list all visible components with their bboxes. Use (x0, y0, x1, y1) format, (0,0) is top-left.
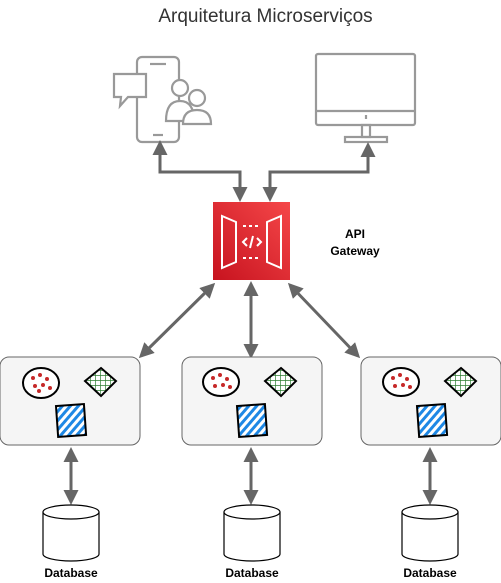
red-dots-circle-icon (382, 367, 420, 397)
green-grid-diamond-icon (83, 366, 118, 398)
red-dots-circle-icon (22, 367, 60, 399)
blue-striped-square-icon (415, 402, 449, 439)
api-gateway-label: API Gateway (320, 226, 390, 260)
client-gateway-connectors (152, 140, 376, 202)
api-gateway-label-line1: API (344, 227, 365, 241)
service-database-connectors (63, 447, 438, 505)
database-icon (223, 504, 281, 562)
service-box-2 (181, 356, 323, 446)
desktop-monitor-icon (314, 52, 417, 144)
database-icon (401, 504, 459, 562)
gateway-service-connectors (138, 281, 361, 359)
red-dots-circle-icon (202, 367, 240, 397)
mobile-users-icon (112, 55, 213, 144)
database-icon (42, 504, 100, 562)
service-box-3 (360, 356, 501, 446)
database-label-2: Database (225, 566, 279, 580)
blue-striped-square-icon (235, 402, 269, 439)
service-box-1 (0, 356, 141, 446)
green-grid-diamond-icon (263, 366, 298, 398)
database-label-1: Database (44, 566, 98, 580)
api-gateway-icon (213, 202, 290, 280)
green-grid-diamond-icon (443, 366, 478, 398)
api-gateway-label-line2: Gateway (330, 244, 380, 258)
blue-striped-square-icon (54, 402, 88, 439)
database-label-3: Database (403, 566, 457, 580)
diagram-title: Arquitetura Microserviços (158, 6, 373, 27)
